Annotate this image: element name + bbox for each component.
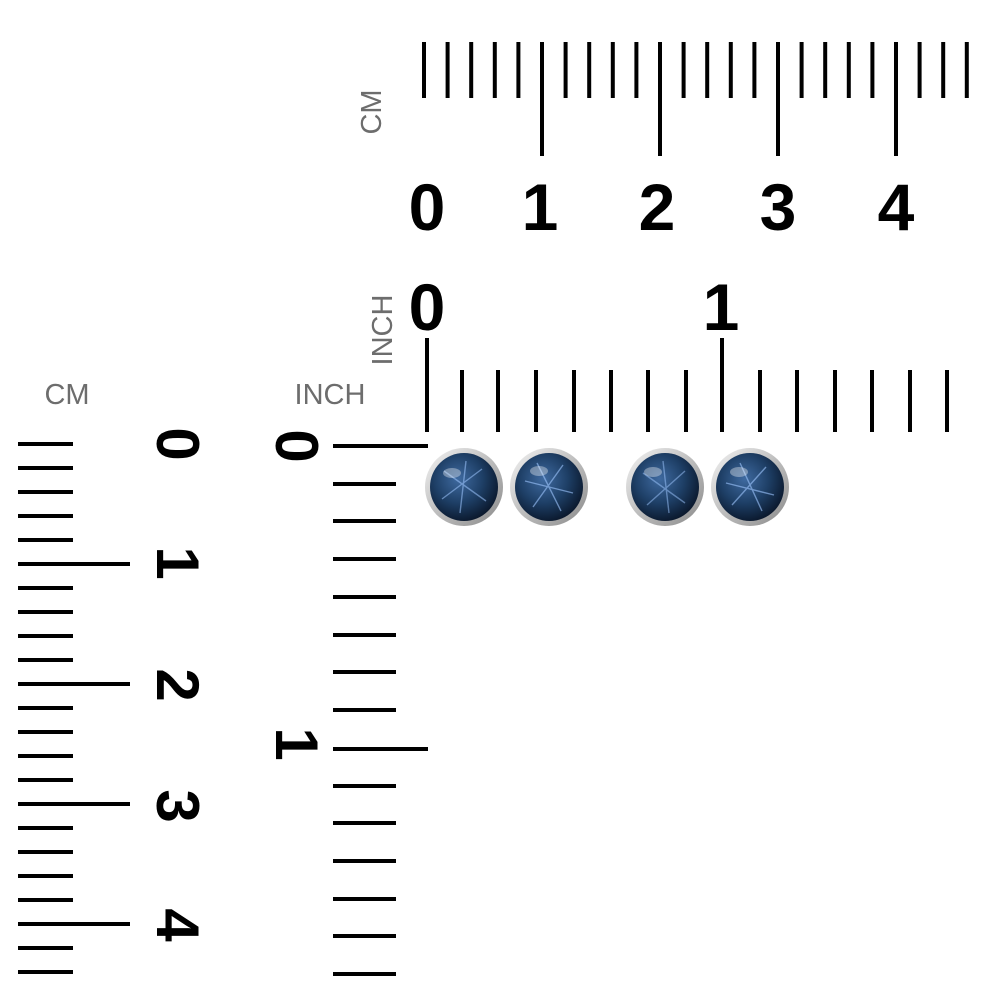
earring-1 xyxy=(425,448,503,526)
top-cm-unit-label: CM xyxy=(356,89,388,134)
left-inch-number-0: 0 xyxy=(263,429,330,462)
left-cm-number-3: 3 xyxy=(144,789,211,822)
left-inch-unit-label: INCH xyxy=(295,379,366,411)
left-cm-ruler: CM 0 1 2 3 4 xyxy=(18,379,211,974)
top-cm-ruler: CM 0 1 2 3 4 xyxy=(356,42,969,244)
left-inch-ticks xyxy=(333,444,428,976)
left-cm-unit-label: CM xyxy=(44,379,89,411)
top-cm-number-1: 1 xyxy=(522,170,559,244)
earring-3 xyxy=(626,448,704,526)
left-inch-number-1: 1 xyxy=(263,727,330,760)
top-cm-number-3: 3 xyxy=(760,170,797,244)
top-cm-ticks xyxy=(422,42,969,156)
left-cm-number-0: 0 xyxy=(144,427,211,460)
top-cm-number-0: 0 xyxy=(409,170,446,244)
earring-4 xyxy=(711,448,789,526)
left-cm-number-2: 2 xyxy=(144,668,211,701)
top-inch-ticks xyxy=(425,338,949,432)
top-inch-number-0: 0 xyxy=(409,270,446,344)
top-cm-number-2: 2 xyxy=(639,170,676,244)
top-inch-ruler: INCH 0 1 xyxy=(367,270,949,432)
top-inch-number-1: 1 xyxy=(703,270,740,344)
top-inch-unit-label: INCH xyxy=(367,295,399,366)
left-inch-ruler: INCH 0 1 xyxy=(263,379,428,976)
left-cm-number-1: 1 xyxy=(144,546,211,579)
left-cm-number-4: 4 xyxy=(144,908,211,942)
earring-2 xyxy=(510,448,588,526)
top-cm-number-4: 4 xyxy=(878,170,915,244)
earrings xyxy=(425,448,789,526)
left-cm-ticks xyxy=(18,442,130,974)
